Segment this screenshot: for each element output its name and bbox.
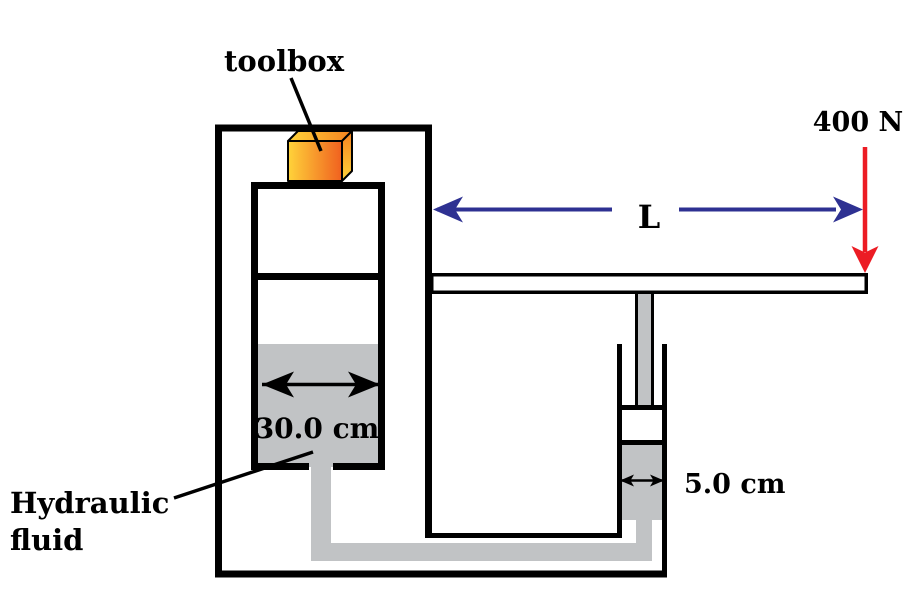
small-diameter-arrowhead-left — [620, 474, 634, 487]
toolbox-front-face — [287, 140, 343, 182]
large-diameter-arrowhead-right — [348, 371, 380, 398]
lever-bar — [430, 273, 868, 294]
length-arrowhead-left — [433, 196, 463, 223]
large-piston — [251, 182, 385, 280]
bottom-tube-fluid — [311, 543, 652, 561]
small-piston-body — [622, 410, 662, 441]
small-cylinder-port-fluid — [636, 515, 652, 555]
small-piston-rod — [635, 290, 654, 410]
small-diameter-label: 5.0 cm — [684, 469, 785, 500]
small-diameter-dimension: 5.0 cm — [620, 469, 785, 500]
hydraulic-fluid-shape — [258, 344, 662, 561]
hydraulic-fluid-label-line2: fluid — [10, 523, 83, 557]
toolbox-right-face — [341, 130, 353, 182]
outer-housing — [215, 124, 667, 578]
left-vertical-tube-fluid — [311, 460, 331, 561]
applied-force-label: 400 N — [813, 107, 903, 138]
small-diameter-arrowhead-right — [650, 474, 664, 487]
hydraulic-fluid-pointer-line — [173, 450, 314, 500]
large-diameter-label: 30.0 cm — [255, 412, 380, 445]
length-arrowhead-right — [833, 196, 863, 223]
large-diameter-arrowhead-left — [262, 371, 294, 398]
toolbox-cube — [287, 130, 353, 182]
lever-length-dimension: L — [433, 196, 863, 236]
applied-force-arrow: 400 N — [813, 107, 903, 273]
hydraulic-fluid-label-line1: Hydraulic — [10, 486, 169, 520]
large-diameter-dimension: 30.0 cm — [255, 371, 380, 445]
small-cylinder — [617, 344, 667, 578]
toolbox-label: toolbox — [224, 44, 345, 78]
lever-length-label: L — [638, 198, 661, 236]
large-cylinder-fluid — [258, 344, 382, 467]
force-arrowhead — [851, 246, 879, 273]
toolbox-pointer-line — [289, 77, 323, 152]
